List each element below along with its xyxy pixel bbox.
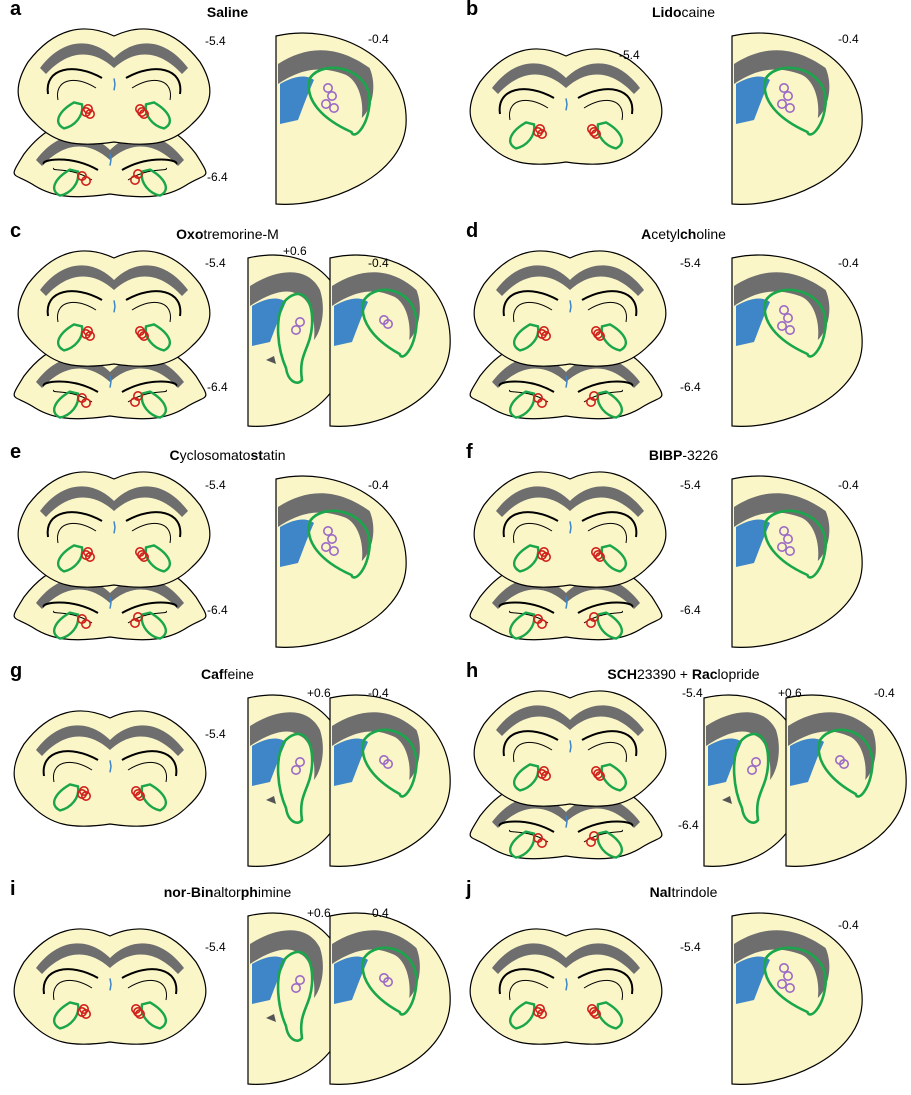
hemisection: [276, 33, 406, 204]
panel-h: hSCH23390 + Raclopride-5.4-6.4+0.6-0.4: [456, 662, 911, 877]
hemisection: [732, 33, 862, 204]
section-coordinate-label: -5.4: [205, 940, 226, 954]
panel-e: eCyclosomatostatin-5.4-6.4-0.4: [0, 443, 455, 658]
coronal-slice: [470, 49, 662, 164]
section-coordinate-label: -5.4: [205, 478, 226, 492]
section-coordinate-label: +0.6: [283, 244, 307, 258]
section-coordinate-label: -0.4: [874, 686, 895, 700]
hemisection: [732, 255, 862, 426]
coronal-slice-rostral: [18, 29, 210, 144]
coronal-slice: [14, 929, 206, 1044]
section-coordinate-label: -0.4: [368, 256, 389, 270]
panel-a: aSaline-5.4-6.4-0.4: [0, 0, 455, 215]
section-coordinate-label: +0.6: [307, 686, 331, 700]
section-coordinate-label: -5.4: [680, 478, 701, 492]
section-coordinate-label: -5.4: [680, 940, 701, 954]
hemisection-caudal: [330, 695, 450, 866]
coronal-slice: [470, 929, 662, 1044]
hemisection: [732, 913, 862, 1084]
section-coordinate-label: -5.4: [205, 34, 226, 48]
coronal-slice-rostral: [18, 472, 210, 587]
panel-f: fBIBP-3226-5.4-6.4-0.4: [456, 443, 911, 658]
section-coordinate-label: -0.4: [368, 478, 389, 492]
section-coordinate-label: -0.4: [838, 478, 859, 492]
panel-b: bLidocaine-5.4-0.4: [456, 0, 911, 215]
section-coordinate-label: +0.6: [778, 686, 802, 700]
slice-diagram: [456, 443, 911, 658]
coronal-slice-rostral: [474, 472, 666, 587]
section-coordinate-label: -6.4: [680, 603, 701, 617]
section-coordinate-label: -0.4: [368, 686, 389, 700]
section-coordinate-label: -5.4: [205, 256, 226, 270]
section-coordinate-label: -6.4: [680, 380, 701, 394]
slice-diagram: [0, 443, 455, 658]
hemisection: [276, 476, 406, 647]
hemisection: [732, 476, 862, 647]
panel-g: gCaffeine-5.4+0.6-0.4: [0, 662, 455, 877]
section-coordinate-label: -0.4: [368, 906, 389, 920]
coronal-slice-rostral: [474, 691, 666, 806]
hemisection-caudal: [786, 695, 906, 866]
panel-i: inor-Binaltorphimine-5.4+0.6-0.4: [0, 880, 455, 1095]
coronal-slice: [14, 711, 206, 826]
coronal-slice-rostral: [474, 251, 666, 366]
slice-diagram: [0, 222, 455, 437]
section-coordinate-label: -5.4: [205, 727, 226, 741]
section-coordinate-label: -5.4: [680, 256, 701, 270]
coronal-slice-rostral: [18, 251, 210, 366]
panel-d: dAcetylcholine-5.4-6.4-0.4: [456, 222, 911, 437]
section-coordinate-label: -6.4: [207, 170, 228, 184]
slice-diagram: [456, 222, 911, 437]
section-coordinate-label: -6.4: [678, 818, 699, 832]
section-coordinate-label: -5.4: [682, 686, 703, 700]
section-coordinate-label: -0.4: [838, 32, 859, 46]
section-coordinate-label: -5.4: [619, 48, 640, 62]
section-coordinate-label: -0.4: [368, 32, 389, 46]
section-coordinate-label: -6.4: [207, 603, 228, 617]
slice-diagram: [456, 880, 911, 1095]
hemisection-caudal: [330, 913, 450, 1084]
panel-c: cOxotremorine-M-5.4-6.4+0.6-0.4: [0, 222, 455, 437]
section-coordinate-label: -6.4: [207, 380, 228, 394]
section-coordinate-label: -0.4: [838, 256, 859, 270]
section-coordinate-label: +0.6: [307, 906, 331, 920]
hemisection-caudal: [330, 255, 450, 426]
section-coordinate-label: -0.4: [838, 918, 859, 932]
panel-j: jNaltrindole-5.4-0.4: [456, 880, 911, 1095]
